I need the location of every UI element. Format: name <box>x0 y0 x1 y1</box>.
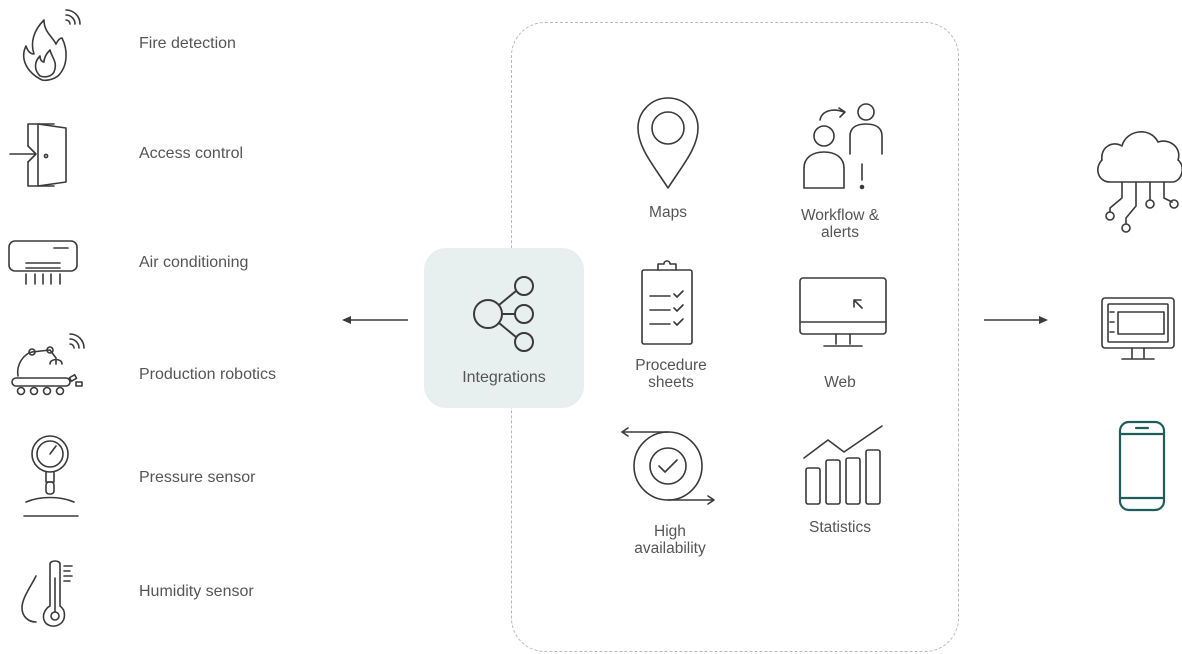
clipboard-checklist-icon <box>641 260 693 345</box>
source-label-air-conditioning: Air conditioning <box>139 254 249 271</box>
desktop-icon <box>1101 297 1175 360</box>
bar-chart-icon <box>803 425 883 505</box>
feature-label-web: Web <box>824 374 856 391</box>
fire-icon <box>22 9 81 82</box>
source-label-access-control: Access control <box>139 145 244 162</box>
cloud-circuit-icon <box>1097 131 1182 233</box>
smartphone-icon <box>1118 420 1166 512</box>
monitor-cursor-icon <box>799 277 887 347</box>
integrations-label: Integrations <box>462 369 546 386</box>
thermometer-drop-icon <box>21 560 73 627</box>
source-label-production-robotics: Production robotics <box>139 366 276 383</box>
feature-label-procedure-sheets: Procedure sheets <box>635 357 707 392</box>
circular-check-icon <box>621 427 715 505</box>
door-icon <box>9 123 67 187</box>
source-label-pressure-sensor: Pressure sensor <box>139 469 256 486</box>
share-nodes-icon <box>473 276 534 352</box>
arrow-right-icon <box>984 316 1048 324</box>
source-label-humidity-sensor: Humidity sensor <box>139 583 254 600</box>
feature-label-high-availability: High availability <box>634 523 706 558</box>
air-conditioner-icon <box>8 240 78 285</box>
feature-label-statistics: Statistics <box>808 519 871 536</box>
arrow-left-icon <box>342 316 408 324</box>
pressure-gauge-icon <box>23 435 79 517</box>
integrations-hub[interactable]: Integrations <box>424 248 584 408</box>
source-label-fire-detection: Fire detection <box>139 35 236 52</box>
feature-label-workflow-alerts: Workflow & alerts <box>800 207 880 242</box>
workflow-people-icon <box>803 103 883 190</box>
robot-arm-icon <box>11 333 85 396</box>
map-pin-icon <box>637 97 699 189</box>
feature-label-maps: Maps <box>649 204 687 221</box>
